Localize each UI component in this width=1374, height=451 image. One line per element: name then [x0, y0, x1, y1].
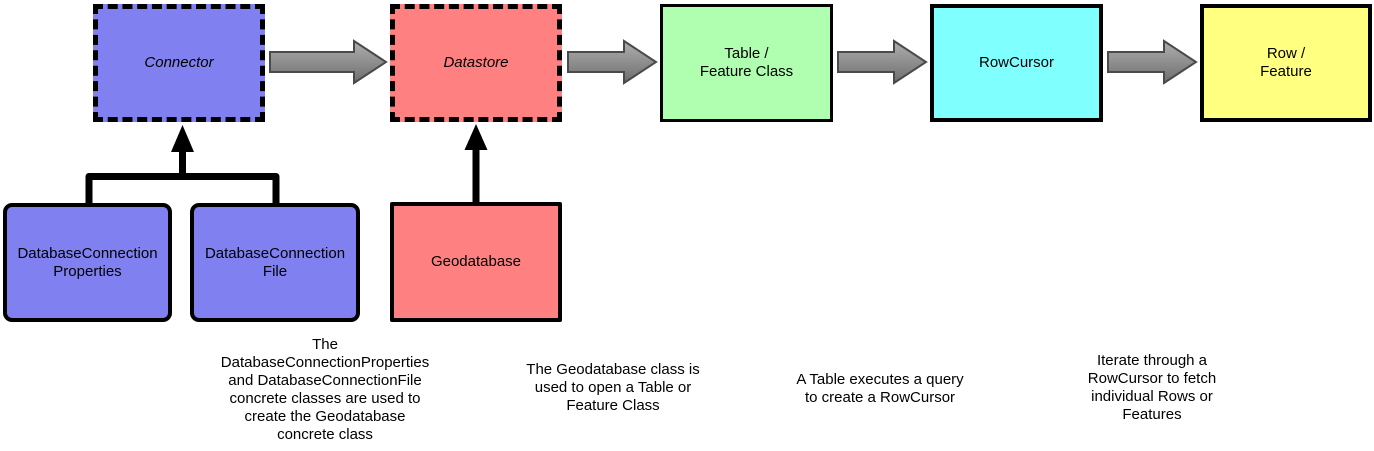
inheritance-arrow-icon: [171, 125, 194, 152]
box-connector: Connector: [93, 4, 265, 122]
caption-table-query: A Table executes a query to create a Row…: [796, 371, 964, 406]
box-row-feature: Row / Feature: [1200, 4, 1372, 122]
box-database-connection-file: DatabaseConnection File: [190, 203, 360, 322]
box-datastore: Datastore: [390, 4, 562, 122]
creation-arrow-shaft: [472, 148, 480, 204]
box-table-feature-class: Table / Feature Class: [660, 4, 833, 122]
inheritance-elbow-line: [85, 173, 280, 206]
flow-arrow-icon: [269, 39, 388, 85]
flow-arrow-icon: [837, 39, 928, 85]
box-database-connection-properties: DatabaseConnection Properties: [3, 203, 172, 322]
caption-rowcursor-iterate: Iterate through a RowCursor to fetch ind…: [1087, 352, 1217, 423]
flow-arrow-icon: [567, 39, 658, 85]
caption-connection-classes: The DatabaseConnectionProperties and Dat…: [220, 336, 430, 443]
box-geodatabase: Geodatabase: [390, 202, 562, 322]
flow-arrow-icon: [1107, 39, 1198, 85]
box-rowcursor: RowCursor: [930, 4, 1103, 122]
creation-arrow-icon: [464, 124, 488, 150]
inheritance-arrow-shaft: [179, 150, 186, 180]
caption-geodatabase-class: The Geodatabase class is used to open a …: [526, 361, 700, 414]
